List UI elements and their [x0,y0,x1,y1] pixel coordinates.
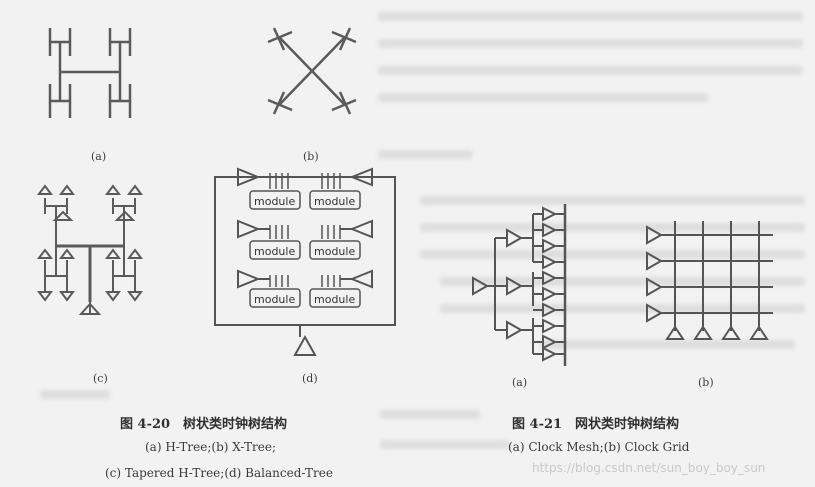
tapered-h-tree-diagram [37,184,143,315]
module-box-label: module [254,293,295,306]
module-box-label: module [314,195,355,208]
watermark: https://blog.csdn.net/sun_boy_boy_sun [532,461,766,475]
module-box-label: module [314,293,355,306]
balanced-tree-diagram: module module module module module modul… [214,167,396,356]
module-box-label: module [254,245,295,258]
figure-4-20-subcaption-1: (a) H-Tree;(b) X-Tree; [145,440,276,454]
module-box-label: module [254,195,295,208]
figure-4-21-caption: 图 4-21 网状类时钟树结构 [512,417,680,432]
figure-4-20-subcaption-2: (c) Tapered H-Tree;(d) Balanced-Tree [105,466,333,480]
figure-4-20-caption: 图 4-20 树状类时钟树结构 [120,417,288,432]
panel-label-d: (d) [302,372,318,385]
clock-mesh-diagram [472,204,567,366]
module-box-label: module [314,245,355,258]
x-tree-diagram [267,27,357,115]
h-tree-diagram [48,28,132,118]
panel-label-b: (b) [303,150,319,163]
figure-4-21-subcaption: (a) Clock Mesh;(b) Clock Grid [508,440,690,454]
panel-label-mesh-a: (a) [512,376,528,389]
panel-label-a: (a) [91,150,107,163]
panel-label-grid-b: (b) [698,376,714,389]
panel-label-c: (c) [93,372,108,385]
clock-grid-diagram [646,221,773,340]
